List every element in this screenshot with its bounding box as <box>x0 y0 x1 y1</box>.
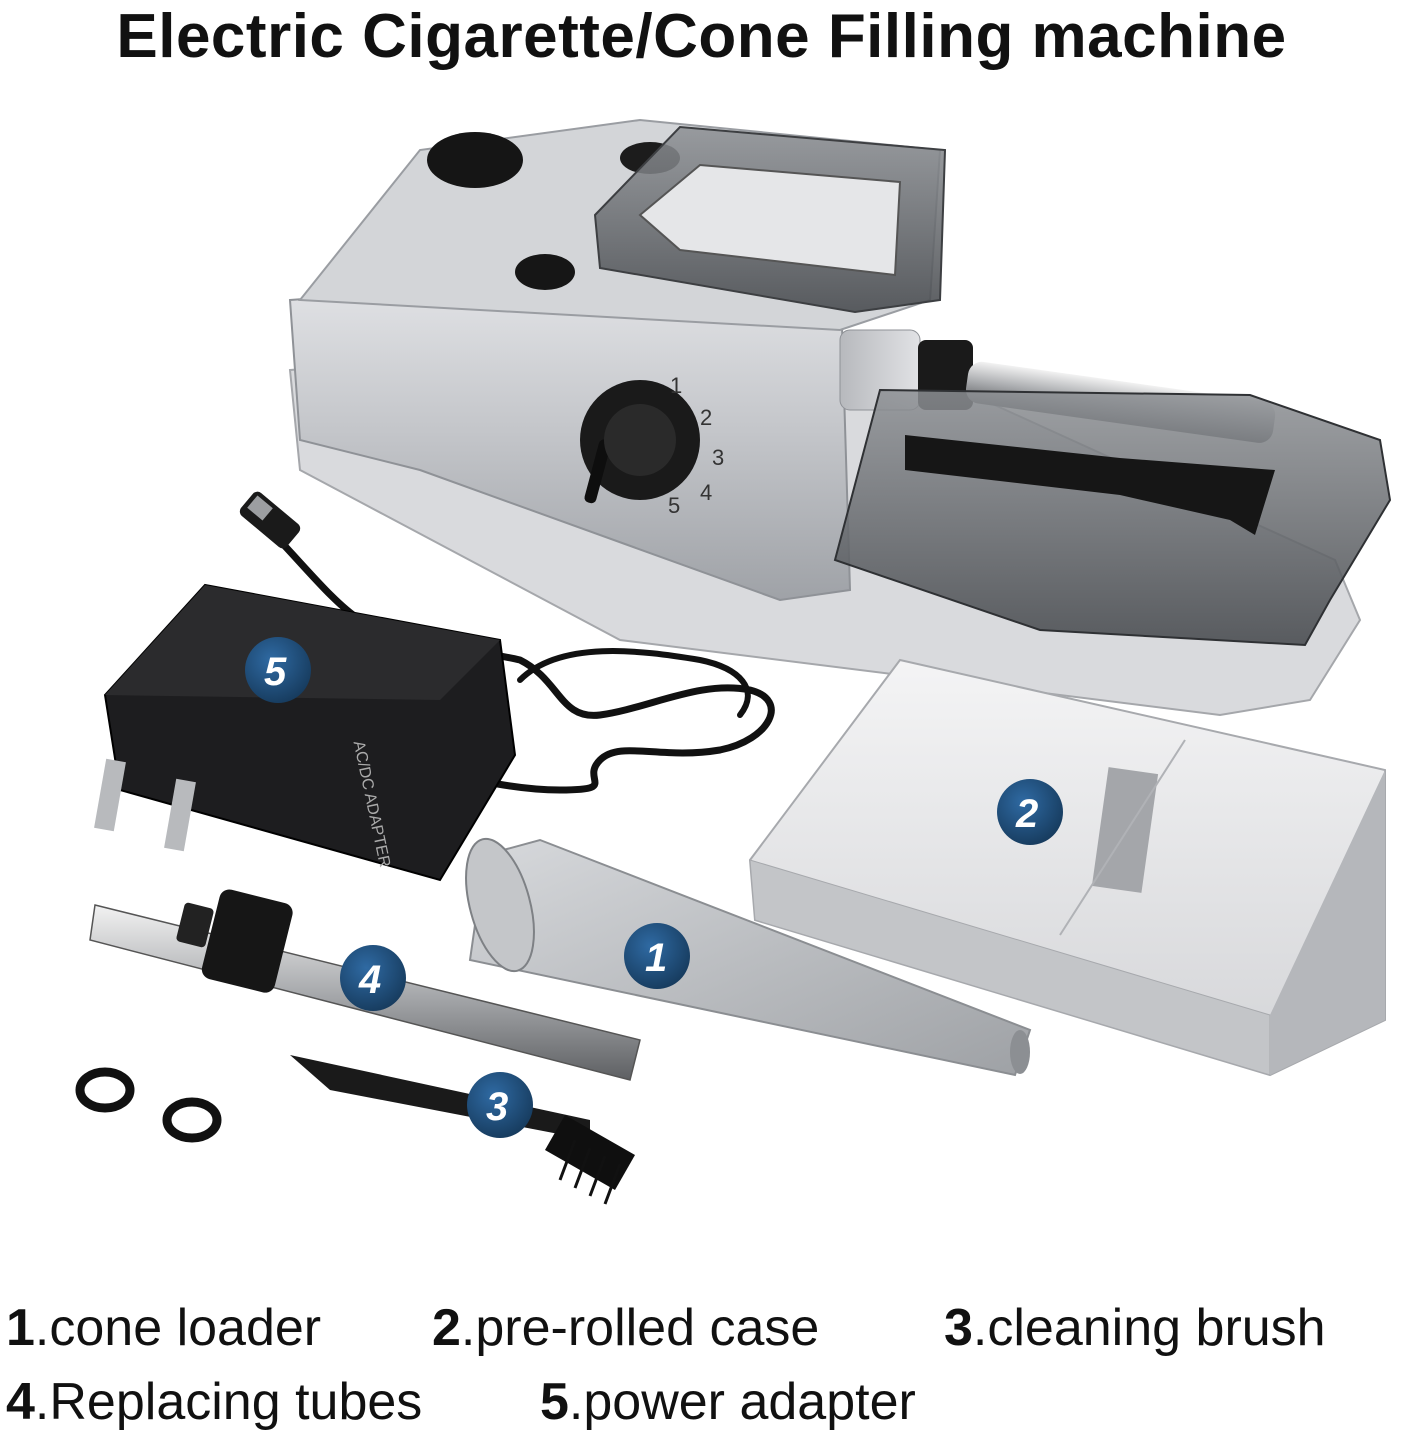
badge-5-number: 5 <box>264 650 287 694</box>
legend-text: .cone loader <box>34 1299 322 1357</box>
badge-2-number: 2 <box>1015 792 1038 836</box>
legend-number: 1 <box>6 1299 35 1357</box>
badge-4: 4 <box>340 945 406 1011</box>
dial-number-5: 5 <box>668 493 680 518</box>
badge-1-number: 1 <box>645 936 667 980</box>
legend-item-cone-loader: 1.cone loader <box>6 1298 321 1358</box>
badge-5: 5 <box>245 637 311 703</box>
badge-2: 2 <box>997 779 1063 845</box>
legend-item-power-adapter: 5.power adapter <box>540 1372 916 1432</box>
legend-number: 5 <box>540 1373 569 1431</box>
legend-item-cleaning-brush: 3.cleaning brush <box>944 1298 1326 1358</box>
dial-number-1: 1 <box>670 373 682 398</box>
badge-4-number: 4 <box>358 958 381 1002</box>
product-illustration: 1 2 3 4 5 AC/DC ADAPTER <box>75 118 1392 1205</box>
legend-item-replacing-tubes: 4.Replacing tubes <box>6 1372 422 1432</box>
pre-rolled-case <box>748 658 1386 1077</box>
rolling-machine: 1 2 3 4 5 <box>288 118 1392 717</box>
badge-3: 3 <box>467 1072 533 1138</box>
dial-number-3: 3 <box>712 445 724 470</box>
cleaning-brush <box>290 1055 635 1205</box>
badge-3-number: 3 <box>486 1085 508 1129</box>
legend-text: .power adapter <box>568 1373 916 1431</box>
dial-number-2: 2 <box>700 405 712 430</box>
badge-1: 1 <box>624 923 690 989</box>
dial-number-4: 4 <box>700 480 712 505</box>
o-rings <box>75 1067 222 1143</box>
legend-text: .cleaning brush <box>972 1299 1326 1357</box>
legend-number: 4 <box>6 1373 35 1431</box>
legend-number: 3 <box>944 1299 973 1357</box>
cone-loader <box>465 837 1032 1077</box>
legend-item-pre-rolled-case: 2.pre-rolled case <box>432 1298 819 1358</box>
page-title: Electric Cigarette/Cone Filling machine <box>116 2 1287 71</box>
legend-text: .Replacing tubes <box>34 1373 423 1431</box>
legend-text: .pre-rolled case <box>460 1299 820 1357</box>
power-adapter: AC/DC ADAPTER <box>94 491 775 882</box>
legend-number: 2 <box>432 1299 461 1357</box>
